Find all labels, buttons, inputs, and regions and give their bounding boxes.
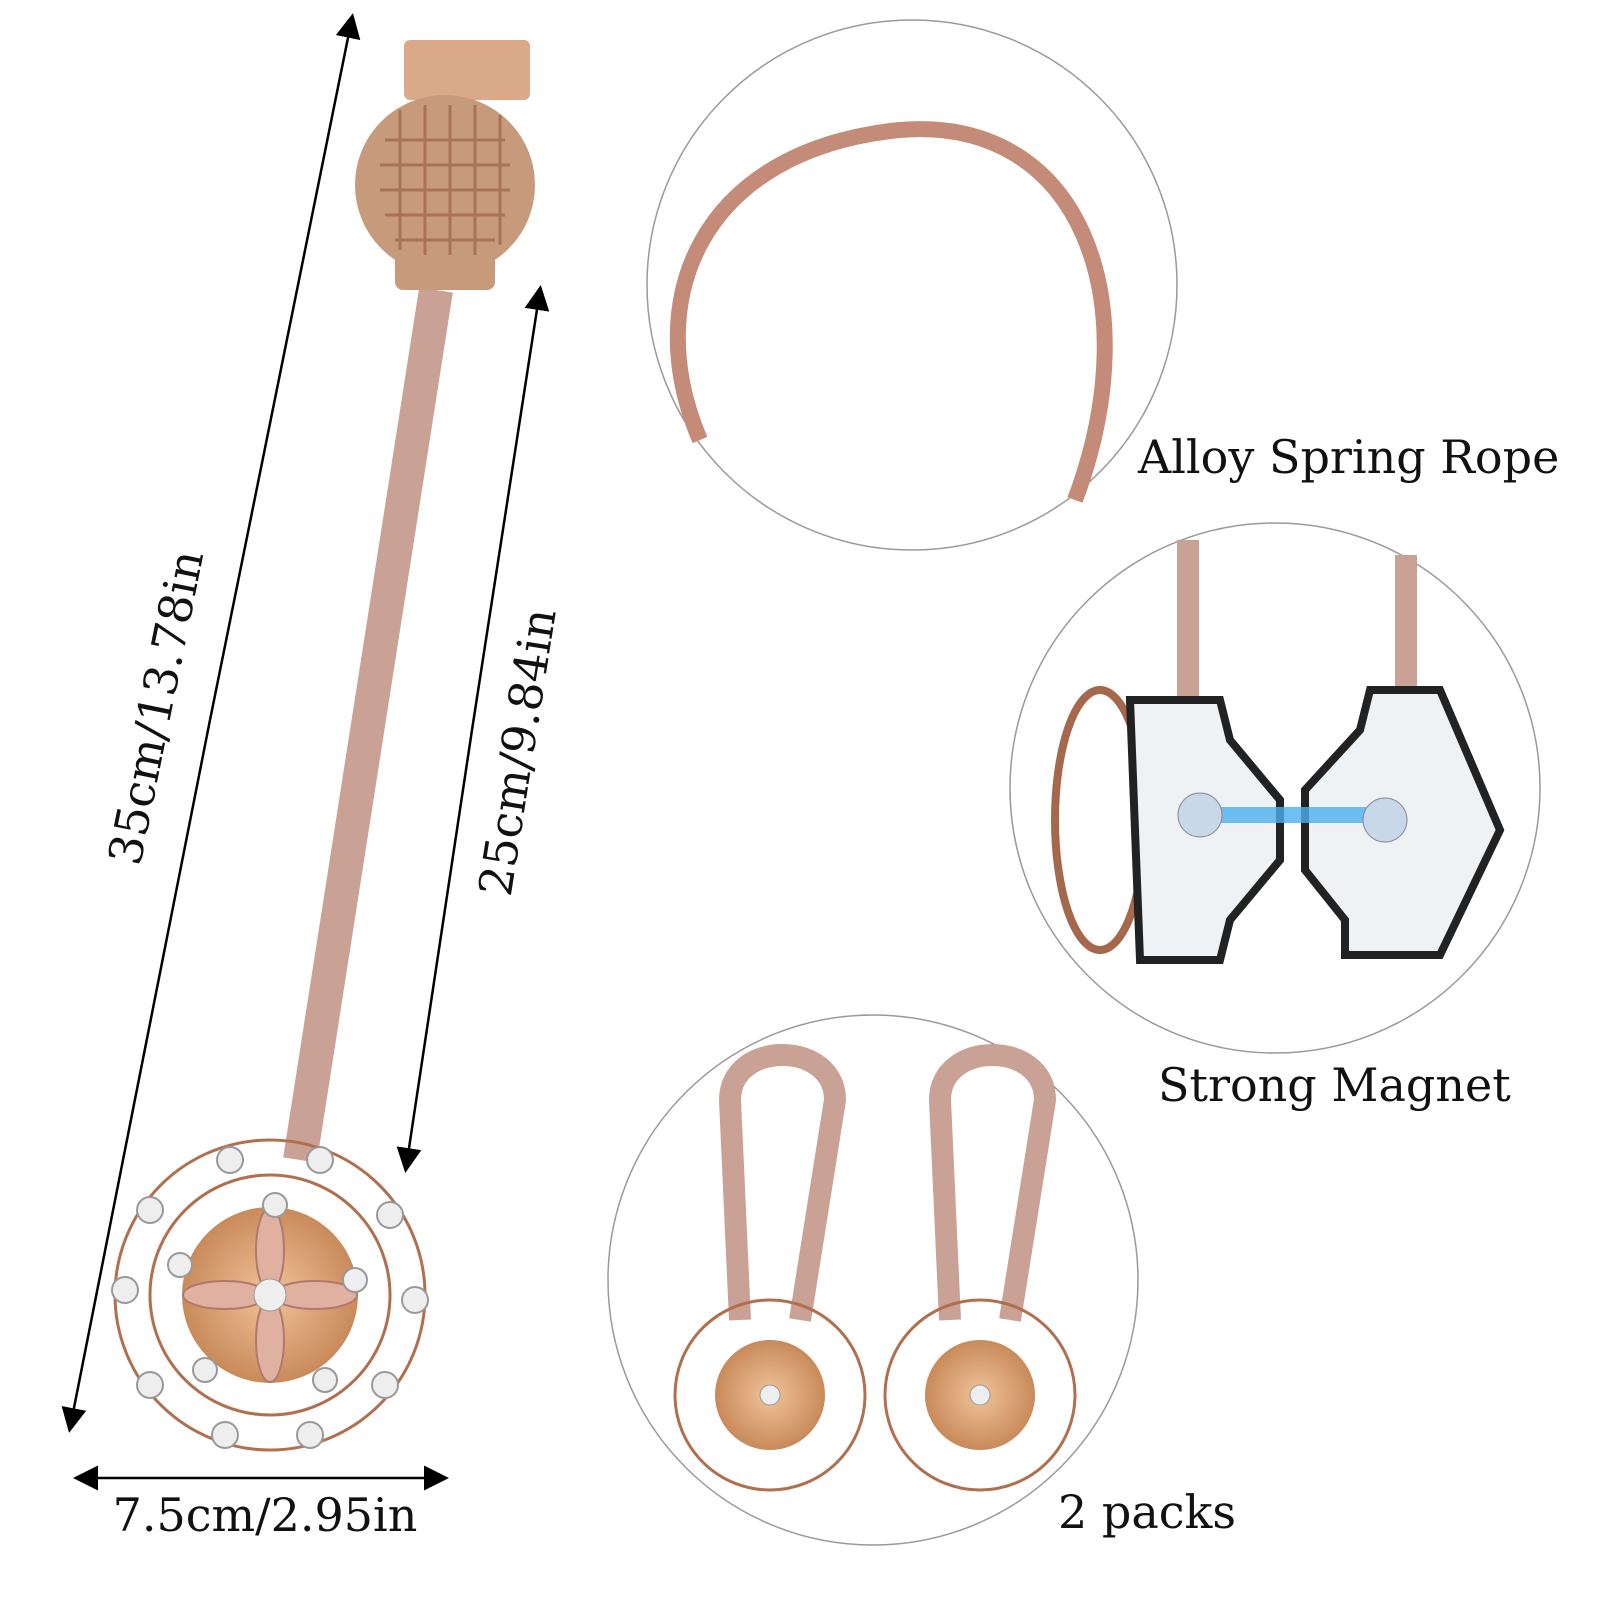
pack-item-1 xyxy=(673,1044,867,1492)
flower-ornament xyxy=(111,1138,429,1452)
spring-rope-detail-circle xyxy=(646,19,1178,551)
total-length-arrow xyxy=(208,13,361,721)
magnet-head xyxy=(355,40,535,290)
magnet-detail-circle xyxy=(1009,522,1541,1054)
feature-label-packs: 2 packs xyxy=(1058,1485,1237,1539)
diameter-label: 7.5cm/2.95in xyxy=(112,1488,418,1542)
spring-rope xyxy=(283,287,453,1163)
rope-length-arrow xyxy=(470,285,550,731)
feature-label-spring-rope: Alloy Spring Rope xyxy=(1138,430,1560,484)
pack-item-2 xyxy=(883,1044,1077,1492)
feature-label-magnet: Strong Magnet xyxy=(1158,1058,1511,1112)
packs-detail-circle xyxy=(607,1014,1139,1546)
